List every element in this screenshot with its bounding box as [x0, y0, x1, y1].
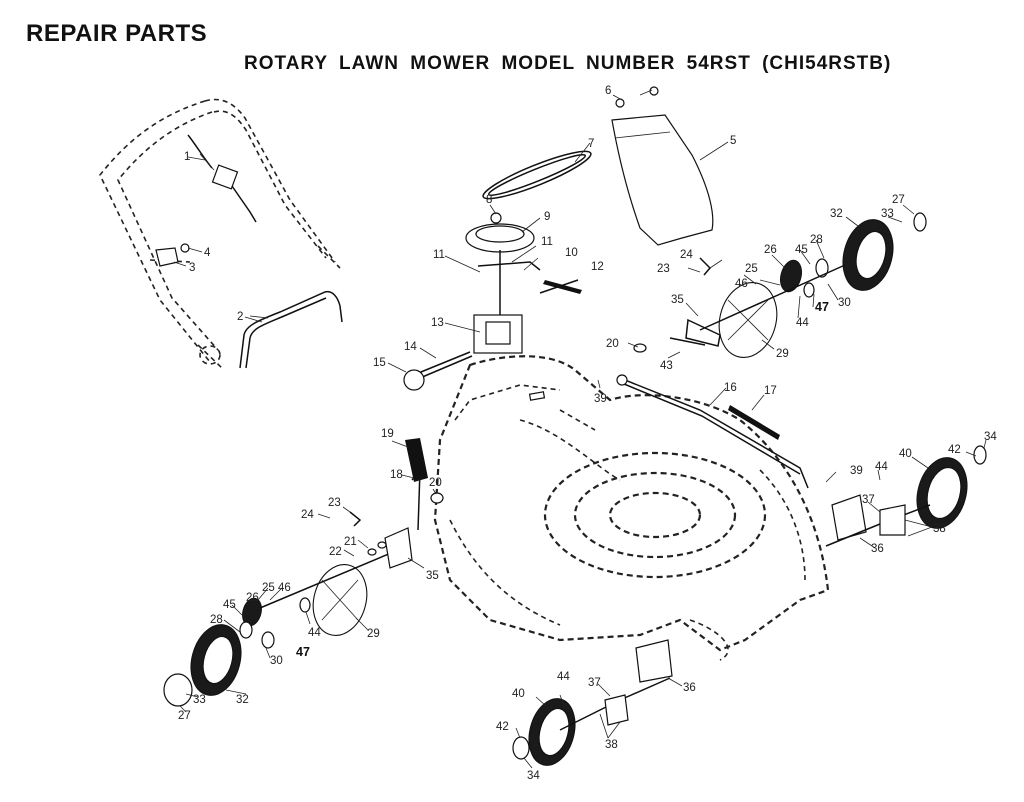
callout-29-right: 29 [776, 348, 789, 360]
callout-30-right: 30 [838, 297, 851, 309]
callout-34-right: 34 [984, 431, 997, 443]
callout-30-left: 30 [270, 655, 283, 667]
callout-44-front-right: 44 [875, 461, 888, 473]
callout-36-right: 36 [871, 543, 884, 555]
callout-11-left: 11 [433, 249, 445, 261]
callout-44-right: 44 [796, 317, 809, 329]
callout-12: 12 [591, 261, 604, 273]
rear-left-wheel-assembly [163, 438, 444, 707]
callout-40-bottom: 40 [512, 688, 525, 700]
callout-35-left: 35 [426, 570, 439, 582]
callout-2: 2 [237, 311, 243, 323]
callout-27-left: 27 [178, 710, 191, 722]
callout-39-left: 39 [594, 393, 607, 405]
callout-28-right: 28 [810, 234, 823, 246]
callout-3: 3 [189, 262, 195, 274]
callout-19: 19 [381, 428, 394, 440]
part-1-control-cable [187, 134, 257, 223]
callout-27-right: 27 [892, 194, 905, 206]
callout-35-right: 35 [671, 294, 684, 306]
transmission-assembly [403, 150, 592, 391]
callout-33-right: 33 [881, 208, 894, 220]
callout-1: 1 [184, 151, 190, 163]
rear-right-wheel-assembly [633, 212, 927, 358]
callout-39-right: 39 [850, 465, 863, 477]
callout-32-right: 32 [830, 208, 843, 220]
callout-9: 9 [544, 211, 550, 223]
callout-18: 18 [390, 469, 403, 481]
callout-36-bottom: 36 [683, 682, 696, 694]
callout-33-left: 33 [193, 694, 206, 706]
callout-7: 7 [588, 138, 594, 150]
callout-28-left: 28 [210, 614, 223, 626]
callout-34-bottom: 34 [527, 770, 540, 782]
mower-deck [433, 355, 830, 661]
callout-10: 10 [565, 247, 578, 259]
handle-assembly [99, 98, 341, 369]
part-16-height-rod [616, 374, 809, 489]
callout-26-right: 26 [764, 244, 777, 256]
callout-47-right: 47 [815, 300, 829, 314]
callout-40-right: 40 [899, 448, 912, 460]
callout-13: 13 [431, 317, 444, 329]
front-right-wheel-assembly [825, 445, 987, 547]
callout-14: 14 [404, 341, 417, 353]
callout-38-bottom: 38 [605, 739, 618, 751]
callout-24-left: 24 [301, 509, 314, 521]
callout-5: 5 [730, 135, 736, 147]
page-title: REPAIR PARTS [26, 20, 208, 47]
page-subtitle: ROTARY LAWN MOWER MODEL NUMBER 54RST (CH… [244, 53, 892, 74]
callout-25-left: 25 [262, 582, 275, 594]
callout-37-right: 37 [862, 494, 875, 506]
part-3-4-bolt-knob [155, 243, 203, 267]
callout-16: 16 [724, 382, 737, 394]
callout-42-bottom: 42 [496, 721, 509, 733]
callout-23-left: 23 [328, 497, 341, 509]
callout-25-right: 25 [745, 263, 758, 275]
callout-46-right: 46 [735, 278, 748, 290]
part-2-bail [239, 290, 343, 369]
callout-26-left: 26 [246, 592, 259, 604]
callout-38-right: 38 [933, 523, 946, 535]
callout-20-rear: 20 [606, 338, 619, 350]
callout-21: 21 [344, 536, 357, 548]
callout-43: 43 [660, 360, 673, 372]
callout-45-left: 45 [223, 599, 236, 611]
callout-8: 8 [486, 194, 492, 206]
callout-6: 6 [605, 85, 611, 97]
callout-45-right: 45 [795, 244, 808, 256]
callout-20-front: 20 [429, 477, 442, 489]
callout-32-left: 32 [236, 694, 249, 706]
callout-23-right: 23 [657, 263, 670, 275]
callout-44-left: 44 [308, 627, 321, 639]
callout-22: 22 [329, 546, 342, 558]
callout-labels: 1 2 3 4 5 6 7 8 9 10 11 11 12 13 14 15 1… [178, 85, 997, 782]
part-5-chute [611, 86, 714, 246]
callout-11-right: 11 [541, 236, 553, 248]
front-left-wheel-assembly [512, 639, 673, 766]
callout-15: 15 [373, 357, 386, 369]
callout-29-left: 29 [367, 628, 380, 640]
callout-46-left: 46 [278, 582, 291, 594]
callout-17: 17 [764, 385, 777, 397]
callout-42-right: 42 [948, 444, 961, 456]
callout-24-right: 24 [680, 249, 693, 261]
leader-lines [179, 89, 987, 769]
callout-47-left: 47 [296, 645, 310, 659]
callout-37-bottom: 37 [588, 677, 601, 689]
callout-4: 4 [204, 247, 211, 259]
callout-44-bottom: 44 [557, 671, 570, 683]
